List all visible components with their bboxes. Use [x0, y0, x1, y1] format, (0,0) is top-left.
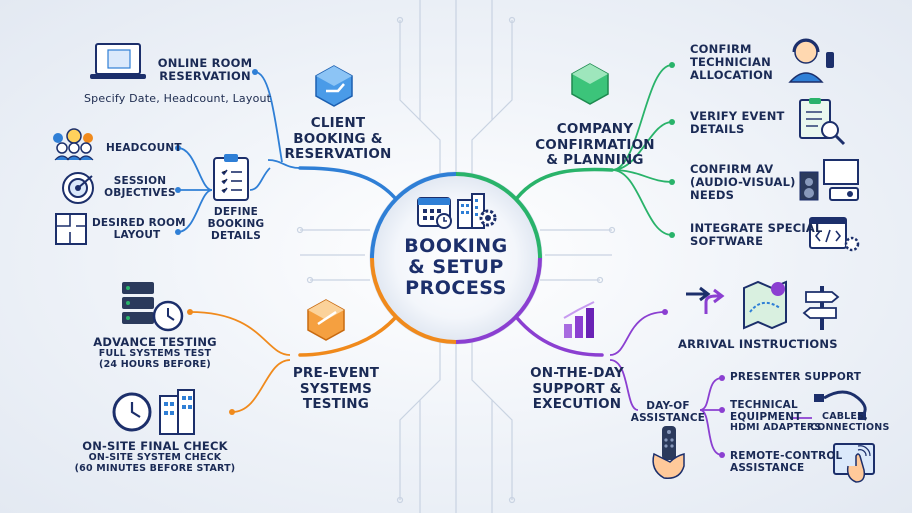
online-room-reservation-subtitle: Specify Date, Headcount, Layout [84, 92, 272, 105]
confirm-av-needs: CONFIRM AV (AUDIO-VISUAL) NEEDS [690, 162, 796, 203]
pre-event-testing-title: PRE-EVENT SYSTEMS TESTING [292, 365, 380, 413]
circuit-background [296, 0, 616, 513]
company-confirmation-title: COMPANY CONFIRMATION & PLANNING [535, 121, 655, 169]
on-the-day-support-title: ON-THE-DAY SUPPORT & EXECUTION [530, 365, 624, 413]
code-window-icon [809, 217, 860, 252]
center-title-line: PROCESS [405, 276, 507, 299]
desired-room-layout-label: DESIRED ROOM LAYOUT [92, 217, 186, 242]
technical-equipment: TECHNICAL EQUIPMENT HDMI ADAPTERS [730, 399, 822, 434]
signpost-icon [802, 286, 840, 330]
map-pin-icon [743, 280, 787, 330]
headcount-label: HEADCOUNT [106, 142, 182, 154]
presenter-support: PRESENTER SUPPORT [730, 371, 862, 383]
integrate-special-software: INTEGRATE SPECIAL SOFTWARE [690, 221, 823, 249]
laptop-calendar-icon [90, 43, 146, 79]
clipboard-magnifier-icon [799, 98, 846, 146]
client-booking-title: CLIENT BOOKING & RESERVATION [284, 115, 392, 163]
clock-icon [112, 392, 152, 432]
gear-icon [479, 209, 497, 227]
calendar-icon [417, 197, 452, 229]
touchscreen-icon [833, 443, 875, 483]
define-booking-details-title: DEFINE BOOKING DETAILS [207, 206, 265, 243]
center-title-line: BOOKING [404, 235, 508, 257]
server-clock-icon [122, 282, 184, 332]
cube-icon [307, 299, 345, 341]
arrows-icon [686, 286, 725, 314]
session-objectives-label: SESSION OBJECTIVES [104, 175, 176, 200]
online-room-reservation-title: ONLINE ROOM RESERVATION [157, 56, 253, 84]
av-equipment-icon [799, 159, 859, 201]
center-title: BOOKING & SETUP PROCESS [376, 236, 536, 299]
building-icon [457, 193, 485, 229]
remote-control-assistance: REMOTE-CONTROL ASSISTANCE [730, 450, 843, 475]
connectors [298, 166, 614, 357]
cube-icon [571, 63, 609, 105]
day-of-assistance: DAY-OF ASSISTANCE [630, 400, 706, 425]
thin-connectors [175, 62, 812, 458]
cable-icon [814, 390, 867, 420]
people-money-icon [53, 128, 94, 161]
verify-event-details: VERIFY EVENT DETAILS [690, 109, 785, 137]
confirm-technician-allocation: CONFIRM TECHNICIAN ALLOCATION [690, 42, 773, 83]
headset-technician-icon [788, 38, 834, 83]
on-site-final-check: ON-SITE FINAL CHECK ON-SITE SYSTEM CHECK… [74, 439, 236, 475]
center-title-line: & SETUP [408, 255, 504, 278]
building-icon [159, 389, 195, 435]
clipboard-icon [213, 154, 249, 201]
bar-chart-icon [563, 301, 595, 338]
cables-connections: CABLES, CONNECTIONS [810, 411, 890, 433]
floor-plan-icon [55, 213, 87, 245]
advance-testing: ADVANCE TESTING FULL SYSTEMS TEST (24 HO… [93, 335, 217, 371]
target-icon [62, 172, 94, 204]
cube-icon [315, 65, 353, 107]
arrival-instructions: ARRIVAL INSTRUCTIONS [678, 337, 838, 351]
remote-hand-icon [652, 426, 685, 479]
